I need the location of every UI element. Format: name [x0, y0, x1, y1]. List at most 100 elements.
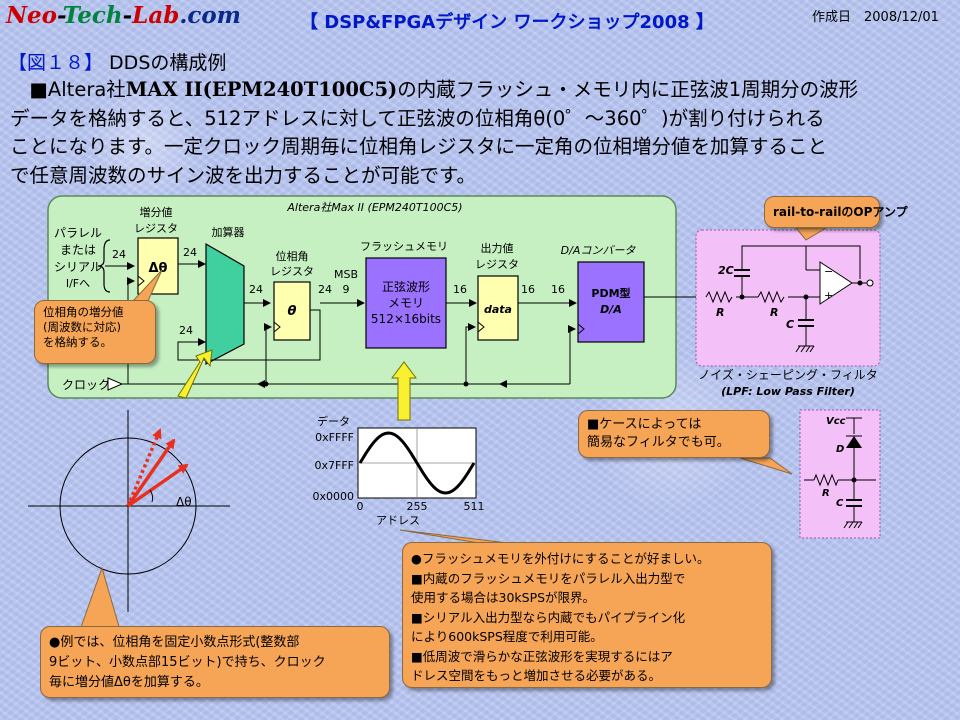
resistor-r2 — [757, 290, 785, 304]
dac-label-2: D/A — [600, 303, 622, 316]
dac-block — [577, 261, 645, 343]
feedback-wire — [741, 245, 861, 279]
filter-block — [695, 229, 881, 367]
body-text: ■Altera社MAX II(EPM240T100C5)の内蔵フラッシュ・メモリ… — [10, 76, 950, 190]
cap-c-label: C — [786, 318, 794, 331]
xtick-255: 255 — [407, 500, 428, 513]
sine-ylabel: データ — [317, 414, 350, 428]
yellow-arrow-adder — [177, 349, 213, 399]
callout-opamp-tail — [794, 227, 828, 241]
diode-symbol — [846, 436, 862, 448]
flash-label-2: メモリ — [388, 296, 424, 310]
resistor-r1 — [705, 290, 733, 304]
r1-label: R — [716, 306, 724, 319]
feedback-line — [177, 309, 321, 361]
input-brace — [97, 239, 111, 293]
filter-caption-2: (LPF: Low Pass Filter) — [721, 385, 855, 398]
simple-ground-symbol — [843, 521, 863, 529]
bw-msb: 9 — [343, 283, 350, 296]
opamp-minus: − — [824, 265, 833, 278]
bw-feedback: 24 — [179, 324, 193, 337]
site-logo: Neo-Tech-Lab.com — [6, 2, 242, 29]
body-line-1: ■Altera社MAX II(EPM240T100C5)の内蔵フラッシュ・メモリ… — [10, 78, 859, 101]
out-reg-label-1: 出力値 — [481, 241, 514, 255]
phase-reg-label-1: 位相角 — [276, 249, 309, 263]
flash-label-3: 512×16bits — [371, 312, 441, 326]
r2-label: R — [770, 306, 778, 319]
dac-clock-tri — [577, 323, 585, 335]
phase-reg-label-2: レジスタ — [270, 265, 314, 278]
inc-reg-symbol: Δθ — [149, 261, 168, 276]
bw-inc: 24 — [183, 246, 197, 259]
input-label-4: I/Fへ — [66, 277, 90, 290]
adder-block — [205, 242, 245, 365]
phase-reg-clock-tri — [273, 321, 281, 333]
date-label: 作成日 2008/12/01 — [812, 10, 939, 25]
xtick-511: 511 — [464, 500, 485, 513]
inc-reg-clock-tri — [137, 275, 145, 287]
header-title: 【 DSP&FPGAデザイン ワークショップ2008 】 — [300, 12, 714, 33]
phase-vector — [127, 463, 189, 508]
body-line-2: データを格納すると、512アドレスに対して正弦波の位相角θ(0゜～360゜)が割… — [10, 106, 825, 130]
out-reg-symbol: data — [484, 303, 512, 316]
body-line-4: で任意周波数のサイン波を出力することが可能です。 — [10, 163, 477, 187]
callout-fixed-tail — [79, 566, 121, 631]
bw-phase-out: 24 — [318, 283, 332, 296]
increment-register — [137, 237, 179, 295]
sine-xlabel: アドレス — [376, 514, 420, 527]
inc-reg-label-2: レジスタ — [134, 222, 178, 235]
opamp-plus: + — [824, 289, 833, 302]
simple-c-label: C — [836, 498, 844, 509]
input-label-2: または — [60, 243, 96, 257]
figure-number: 【図１８】 — [8, 52, 104, 74]
output-register — [477, 275, 519, 341]
callout-simple-filter: ■ケースによっては 簡易なフィルタでも可。 — [578, 410, 770, 458]
callout-flash: ●フラッシュメモリを外付けにすることが好ましい。 ■内蔵のフラッシュメモリをパラ… — [402, 542, 772, 688]
ytick-ffff: 0xFFFF — [315, 431, 354, 444]
slide-title: 【図１８】 DDSの構成例 — [8, 48, 226, 75]
adder-label: 加算器 — [212, 225, 245, 239]
ground-symbol — [795, 345, 815, 353]
opamp-out-node — [857, 280, 863, 286]
inc-reg-label-1: 増分値 — [140, 206, 173, 219]
simple-filter-block — [799, 409, 881, 539]
flash-label-1: 正弦波形 — [382, 279, 430, 294]
figure-title: DDSの構成例 — [103, 52, 227, 74]
ytick-7fff: 0x7FFF — [315, 459, 355, 472]
out-reg-clock-tri — [477, 321, 485, 333]
device-label: Altera社Max II (EPM240T100C5) — [286, 201, 462, 214]
simple-r-label: R — [822, 488, 830, 499]
callout-fixed-point: ●例では、位相角を固定小数点形式(整数部 9ビット、小数点部15ビット)で持ち、… — [40, 626, 390, 698]
callout-increment: 位相角の増分値 (周波数に対応) を格納する。 — [34, 300, 156, 364]
yellow-arrow-flash — [391, 361, 417, 421]
diode-label: D — [836, 444, 844, 455]
input-label-1: パラレル — [54, 226, 102, 240]
callout-filter-tail — [739, 457, 793, 475]
cap-2c-label: 2C — [718, 264, 734, 277]
phase-register — [273, 281, 311, 341]
callout-opamp: rail-to-railのOPアンプ — [764, 196, 908, 228]
delta-theta-label: Δθ — [176, 495, 192, 509]
flash-title: フラッシュメモリ — [360, 240, 448, 253]
bw-outreg-out: 16 — [521, 283, 535, 296]
input-label-3: シリアル — [54, 260, 102, 274]
simple-resistor — [813, 473, 839, 487]
msb-label: MSB — [334, 268, 358, 281]
phase-vector-next — [126, 428, 162, 507]
clock-buffer — [107, 377, 124, 391]
xtick-0: 0 — [357, 500, 364, 513]
opamp-symbol — [819, 261, 853, 305]
sine-wave — [358, 431, 476, 495]
out-reg-label-2: レジスタ — [475, 258, 519, 271]
filter-caption-1: ノイズ・シェーピング・フィルタ — [698, 367, 877, 382]
dac-title: D/Aコンバータ — [561, 244, 637, 257]
clock-to-outreg — [465, 323, 476, 384]
delta-arc — [149, 489, 154, 503]
vcc-label: Vcc — [826, 416, 846, 427]
dac-label-1: PDM型 — [591, 286, 630, 300]
bw-adder-out: 24 — [249, 283, 263, 296]
flash-memory-block — [365, 257, 447, 349]
clock-to-dac — [568, 325, 576, 384]
body-line-3: ことになります。一定クロック周期毎に位相角レジスタに一定角の位相増分値を加算する… — [10, 135, 828, 158]
